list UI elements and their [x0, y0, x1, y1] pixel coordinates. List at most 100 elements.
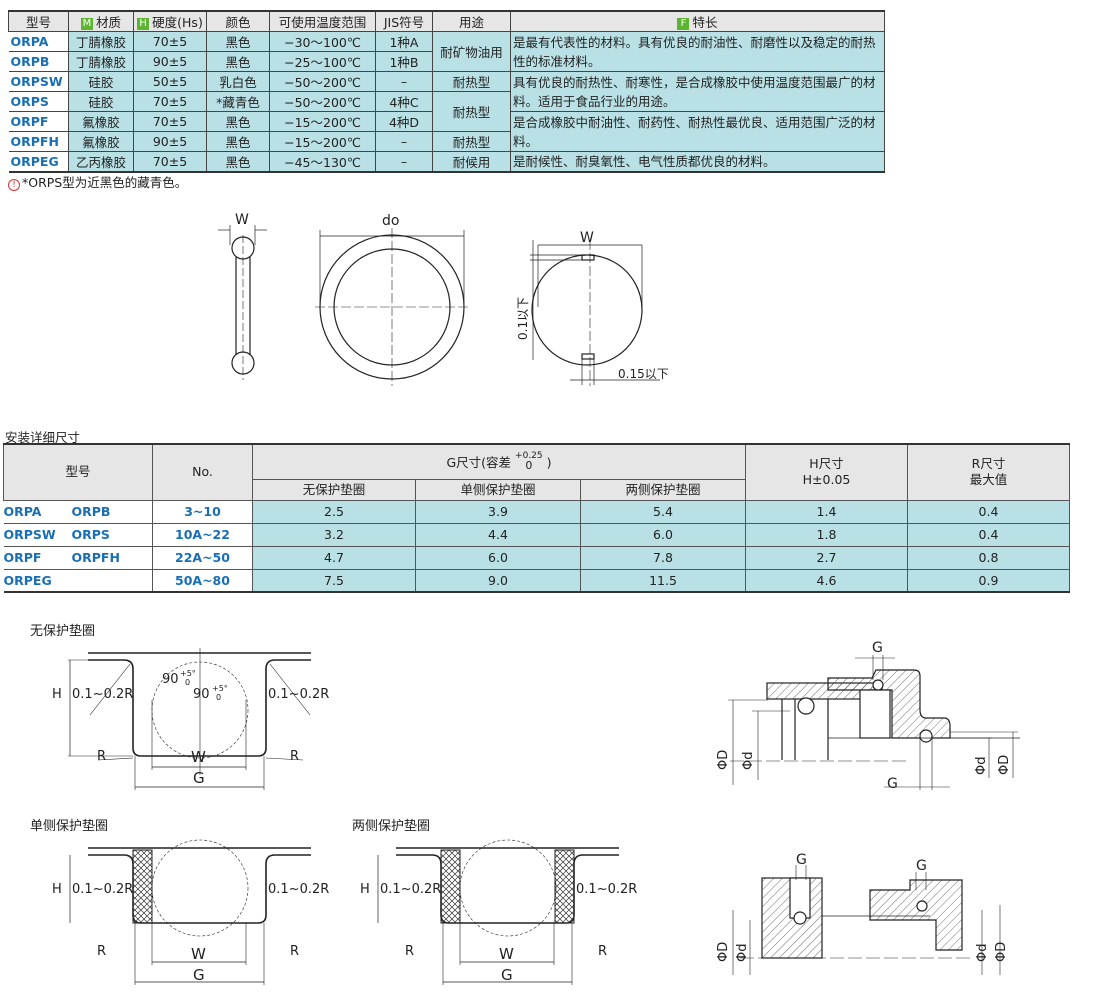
jis-cell: 1种A	[375, 31, 433, 52]
corner-label: 0.1~0.2R	[72, 882, 133, 897]
g3-cell: 7.8	[580, 545, 746, 570]
tol-zero: 0	[525, 459, 533, 473]
groove-double-diagram: H 0.1~0.2R 0.1~0.2R R R W G	[360, 839, 637, 985]
model-cell: ORPS	[8, 91, 69, 112]
r-max: 最大值	[969, 472, 1008, 488]
hardness-cell: 90±5	[133, 131, 207, 152]
phi-d-large-label: ΦD	[716, 942, 731, 962]
corner-label: 0.1~0.2R	[380, 882, 441, 897]
r-label: R	[290, 944, 299, 959]
material-cell: 硅胶	[68, 71, 134, 92]
corner-label: 0.1~0.2R	[268, 687, 329, 702]
dim-label: 0.15以下	[618, 367, 669, 381]
temp-cell: −15～200℃	[269, 131, 376, 152]
feature-cell: 是合成橡胶中耐油性、耐药性、耐热性最优良、适用范围广泛的材料。	[510, 111, 885, 152]
material-cell: 氟橡胶	[68, 111, 134, 132]
color-cell: 黑色	[206, 131, 270, 152]
material-cell: 丁腈橡胶	[68, 51, 134, 72]
material-cell: 丁腈橡胶	[68, 31, 134, 52]
col-r: R尺寸最大值	[907, 443, 1070, 501]
assembly-diagram-1: G G ΦD Φd Φd ΦD	[716, 640, 1020, 792]
color-cell: 黑色	[206, 51, 270, 72]
g-label: G	[887, 776, 898, 792]
phi-d-large-label: ΦD	[716, 750, 731, 770]
r-cell: 0.4	[907, 499, 1070, 524]
table-row: ORPF 氟橡胶 70±5 黑色 −15～200℃ 4种D 是合成橡胶中耐油性、…	[8, 111, 885, 152]
g1-cell: 7.5	[252, 568, 416, 593]
groove-single-diagram: H 0.1~0.2R 0.1~0.2R R R W G	[52, 839, 329, 985]
jis-cell: –	[375, 151, 433, 173]
corner-label: 0.1~0.2R	[576, 882, 637, 897]
temp-cell: −45～130℃	[269, 151, 376, 173]
color-cell: 乳白色	[206, 71, 270, 92]
use-cell: 耐矿物油用	[432, 31, 511, 72]
groove-double-title: 两侧保护垫圈	[352, 819, 431, 834]
angle-zero: 0	[216, 693, 221, 702]
g2-cell: 9.0	[415, 568, 581, 593]
footnote-text: *ORPS型为近黑色的藏青色。	[22, 175, 188, 190]
use-cell: 耐候用	[432, 151, 511, 173]
phi-d-large-label: ΦD	[994, 942, 1009, 962]
h-label: H	[52, 882, 62, 897]
g-label: G	[193, 769, 205, 787]
feature-tag-icon: F	[677, 18, 690, 30]
model-cell: ORPEG	[3, 568, 153, 593]
color-cell: 黑色	[206, 111, 270, 132]
temp-cell: −50～200℃	[269, 71, 376, 92]
r-cell: 0.8	[907, 545, 1070, 570]
material-cell: 硅胶	[68, 91, 134, 112]
col-model: 型号	[8, 10, 69, 32]
angle-zero: 0	[185, 678, 190, 687]
model-cell: ORPA	[8, 31, 69, 52]
color-cell: 黑色	[206, 151, 270, 173]
table-row: ORPB 丁腈橡胶 90±5 黑色 −25～100℃ 1种B	[8, 51, 885, 72]
col-no: No.	[152, 443, 253, 501]
angle-label: 90	[193, 687, 210, 702]
dim-label: 0.1以下	[516, 297, 530, 340]
use-cell: 耐热型	[432, 131, 511, 152]
h-label: H	[52, 687, 62, 702]
jis-cell: 1种B	[375, 51, 433, 72]
phi-d-large-label: ΦD	[997, 755, 1012, 775]
corner-label: 0.1~0.2R	[268, 882, 329, 897]
feature-cell: 是最有代表性的材料。具有优良的耐油性、耐磨性以及稳定的耐热性的标准材料。	[510, 31, 885, 72]
col-model: 型号	[3, 443, 153, 501]
g2-cell: 4.4	[415, 522, 581, 547]
groove-none-title: 无保护垫圈	[30, 624, 96, 639]
col-hardness-label: 硬度(Hs)	[152, 15, 203, 30]
temp-cell: −25～100℃	[269, 51, 376, 72]
col-color: 颜色	[206, 10, 270, 32]
hardness-tag-icon: H	[137, 18, 150, 30]
warning-icon: !	[8, 179, 20, 191]
g3-cell: 5.4	[580, 499, 746, 524]
g-close: )	[546, 455, 552, 471]
h-cell: 1.8	[745, 522, 908, 547]
g1-cell: 4.7	[252, 545, 416, 570]
model-cell: ORPF	[8, 111, 69, 132]
jis-cell: –	[375, 131, 433, 152]
r-label: R	[97, 944, 106, 959]
do-label: do	[382, 213, 399, 229]
g-label: G	[872, 640, 883, 656]
assembly-diagram-2: G G ΦD Φd Φd ΦD	[716, 852, 1009, 975]
groove-single-title: 单侧保护垫圈	[30, 819, 109, 834]
use-cell: 耐热型	[432, 71, 511, 92]
h-cell: 2.7	[745, 545, 908, 570]
h-cell: 1.4	[745, 499, 908, 524]
material-cell: 氟橡胶	[68, 131, 134, 152]
col-g-single: 单侧保护垫圈	[415, 478, 581, 501]
g-label: G	[193, 966, 205, 984]
phi-d-small-label: Φd	[741, 752, 756, 770]
g2-cell: 3.9	[415, 499, 581, 524]
